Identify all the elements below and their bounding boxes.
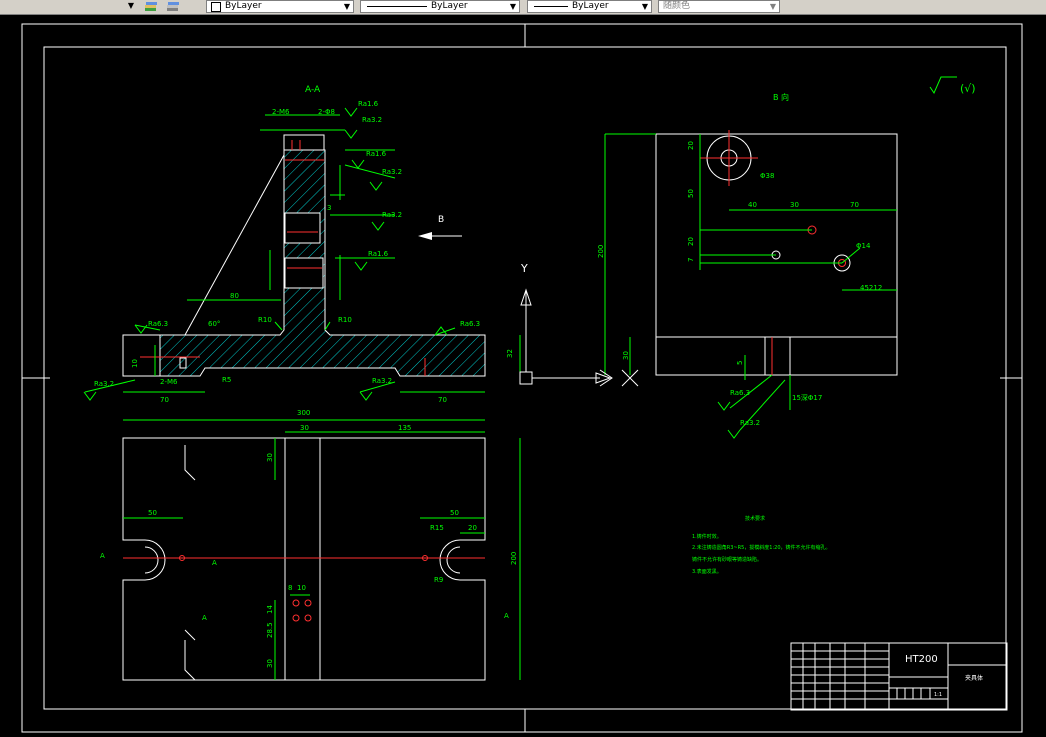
- svg-text:70: 70: [438, 396, 447, 404]
- linetype-control[interactable]: ByLayer ▼: [360, 0, 520, 13]
- svg-text:1:1: 1:1: [934, 692, 942, 698]
- svg-text:60°: 60°: [208, 320, 220, 328]
- svg-text:10: 10: [131, 359, 139, 368]
- color-swatch-icon: [211, 2, 221, 12]
- svg-text:2-M6: 2-M6: [272, 108, 290, 116]
- title-block: [790, 642, 1008, 711]
- svg-text:20: 20: [687, 237, 695, 246]
- line-sample: [534, 6, 568, 7]
- chevron-down-icon[interactable]: ▼: [769, 2, 777, 11]
- svg-text:30: 30: [266, 453, 274, 462]
- svg-text:7: 7: [687, 258, 695, 262]
- rib-line: [184, 154, 285, 336]
- layer-previous-icon[interactable]: [166, 0, 180, 12]
- svg-text:Ra6.3: Ra6.3: [730, 389, 750, 397]
- svg-text:70: 70: [160, 396, 169, 404]
- svg-text:2-M6: 2-M6: [160, 378, 178, 386]
- svg-text:Ra3.2: Ra3.2: [740, 419, 760, 427]
- svg-text:B 向: B 向: [773, 92, 789, 102]
- svg-text:2-Φ8: 2-Φ8: [318, 108, 335, 116]
- line-sample: [367, 6, 427, 7]
- svg-text:45212: 45212: [860, 284, 882, 292]
- svg-text:Φ38: Φ38: [760, 172, 774, 180]
- svg-text:Ra3.2: Ra3.2: [372, 377, 392, 385]
- svg-text:夹具体: 夹具体: [965, 674, 983, 682]
- svg-text:Ra3.2: Ra3.2: [382, 211, 402, 219]
- svg-text:20: 20: [468, 524, 477, 532]
- svg-text:30: 30: [790, 201, 799, 209]
- svg-text:Ra1.6: Ra1.6: [358, 100, 379, 108]
- chevron-down-icon[interactable]: ▼: [343, 2, 351, 11]
- svg-text:10: 10: [297, 584, 306, 592]
- svg-text:R10: R10: [338, 316, 352, 324]
- svg-text:R9: R9: [434, 576, 443, 584]
- svg-text:50: 50: [450, 509, 459, 517]
- general-surface-finish: (√): [929, 76, 976, 95]
- svg-text:R5: R5: [222, 376, 231, 384]
- svg-text:Φ14: Φ14: [856, 242, 871, 250]
- inner-frame: [43, 46, 1007, 710]
- svg-text:300: 300: [297, 409, 310, 417]
- svg-text:(√): (√): [960, 82, 976, 95]
- view-b: B 向 20: [597, 92, 898, 439]
- svg-text:20: 20: [687, 141, 695, 150]
- svg-text:135: 135: [398, 424, 411, 432]
- svg-text:30: 30: [300, 424, 309, 432]
- centering-marks: [22, 24, 1022, 732]
- layer-states-icon[interactable]: [144, 0, 158, 12]
- chevron-down-icon[interactable]: ▼: [641, 2, 649, 11]
- svg-text:R10: R10: [258, 316, 272, 324]
- svg-text:Ra1.6: Ra1.6: [368, 250, 389, 258]
- svg-text:80: 80: [230, 292, 239, 300]
- drawing-canvas[interactable]: A-A: [0, 14, 1046, 737]
- svg-text:200: 200: [510, 552, 518, 565]
- svg-text:铸件不允许有砂眼等铸造缺陷。: 铸件不允许有砂眼等铸造缺陷。: [692, 556, 762, 563]
- svg-text:HT200: HT200: [905, 654, 938, 665]
- svg-text:A: A: [212, 559, 217, 567]
- svg-text:Ra6.3: Ra6.3: [148, 320, 168, 328]
- svg-text:3: 3: [327, 204, 331, 212]
- color-control[interactable]: ByLayer ▼: [206, 0, 354, 13]
- lineweight-control[interactable]: ByLayer ▼: [527, 0, 652, 13]
- svg-text:技术要求: 技术要求: [745, 515, 765, 522]
- svg-text:Ra1.6: Ra1.6: [366, 150, 387, 158]
- svg-text:14: 14: [266, 605, 274, 614]
- properties-toolbar: ▼ ByLayer ▼ ByLayer ▼ ByLayer ▼ 随颜色 ▼: [0, 0, 1046, 15]
- svg-text:Ra3.2: Ra3.2: [382, 168, 402, 176]
- svg-text:Ra3.2: Ra3.2: [94, 380, 114, 388]
- svg-text:50: 50: [687, 189, 695, 198]
- technical-requirements: 技术要求 1.铸件时效。 2.未注铸造圆角R3~R5，拔模斜度1:20，铸件不允…: [692, 515, 831, 575]
- svg-text:Ra6.3: Ra6.3: [460, 320, 480, 328]
- dropdown-arrow-icon[interactable]: ▼: [127, 1, 135, 10]
- svg-text:2.未注铸造圆角R3~R5，拔模斜度1:20，铸件不允许有缩: 2.未注铸造圆角R3~R5，拔模斜度1:20，铸件不允许有缩孔。: [692, 544, 831, 551]
- svg-text:40: 40: [748, 201, 757, 209]
- svg-text:32: 32: [506, 349, 514, 358]
- svg-text:Ra3.2: Ra3.2: [362, 116, 382, 124]
- svg-text:B: B: [438, 215, 444, 225]
- svg-text:1.铸件时效。: 1.铸件时效。: [692, 533, 722, 540]
- plan-view: 300 30 135 30 50 50 20 200 R15 R9 8 10 1…: [100, 409, 521, 681]
- svg-text:50: 50: [148, 509, 157, 517]
- svg-text:70: 70: [850, 201, 859, 209]
- svg-text:R15: R15: [430, 524, 444, 532]
- svg-text:28.5: 28.5: [266, 622, 274, 638]
- svg-text:8: 8: [288, 584, 292, 592]
- svg-text:A: A: [202, 614, 207, 622]
- svg-text:A: A: [504, 612, 509, 620]
- svg-text:Y: Y: [520, 262, 528, 275]
- section-title: A-A: [305, 85, 321, 95]
- svg-text:30: 30: [266, 659, 274, 668]
- plotstyle-control[interactable]: 随颜色 ▼: [658, 0, 780, 13]
- svg-text:30: 30: [622, 351, 630, 360]
- section-aa-view: A-A: [83, 85, 612, 404]
- svg-text:A: A: [100, 552, 105, 560]
- svg-text:200: 200: [597, 245, 605, 258]
- svg-text:5: 5: [736, 361, 744, 365]
- chevron-down-icon[interactable]: ▼: [509, 2, 517, 11]
- svg-text:15深Φ17: 15深Φ17: [792, 393, 822, 402]
- svg-text:3.表面发黑。: 3.表面发黑。: [692, 568, 722, 575]
